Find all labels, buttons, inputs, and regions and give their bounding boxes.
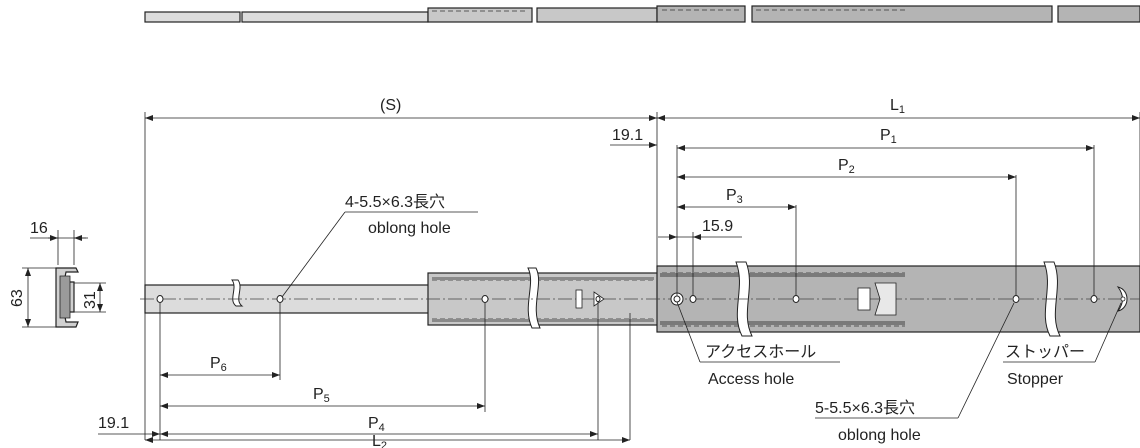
p1-dimension-label: P1 <box>880 127 897 146</box>
top-rail-overview <box>144 5 1140 23</box>
l2-dimension-label: L2 <box>372 433 387 448</box>
p5-dimension-label: P5 <box>313 386 330 405</box>
p6-dimension-label: P6 <box>210 355 227 374</box>
access-hole-note-en: Access hole <box>708 371 794 388</box>
rail-side-view <box>140 261 1140 337</box>
stopper-note-jp: ストッパー <box>1005 344 1085 361</box>
rear-holes-note-jp: 5-5.5×6.3長穴 <box>815 399 915 417</box>
p2-dimension-label: P2 <box>838 157 855 176</box>
dimension-lines: (S) L1 19.1 P1 P2 P3 15.9 P6 P5 P4 19.1 … <box>25 97 1140 448</box>
rail-cross-section: 16 63 31 <box>9 220 106 328</box>
p3-dimension-label: P3 <box>726 187 743 206</box>
section-width-label: 16 <box>30 220 48 237</box>
front-holes-note-jp: 4-5.5×6.3長穴 <box>345 193 445 211</box>
access-hole-note-jp: アクセスホール <box>705 343 816 361</box>
section-inner-label: 31 <box>82 291 99 309</box>
stopper-note-en: Stopper <box>1007 371 1064 388</box>
front-holes-note-en: oblong hole <box>368 220 451 237</box>
callouts: 4-5.5×6.3長穴 oblong hole アクセスホール Access h… <box>281 193 1122 444</box>
p4-dimension-label: P4 <box>368 415 385 434</box>
bottom-offset-label: 19.1 <box>98 415 129 432</box>
rear-holes-note-en: oblong hole <box>838 427 921 444</box>
section-height-label: 63 <box>9 289 26 307</box>
l1-dimension-label: L1 <box>890 97 905 116</box>
s-dimension-label: (S) <box>380 97 401 114</box>
top-offset-label: 19.1 <box>612 127 643 144</box>
access-offset-label: 15.9 <box>702 218 733 235</box>
